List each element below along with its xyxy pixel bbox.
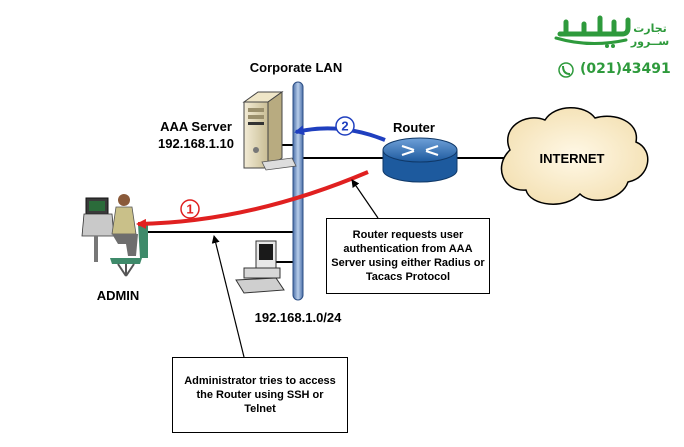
internet-label: INTERNET <box>540 151 605 166</box>
router-note-pointer <box>351 179 379 219</box>
router-note-line: Tacacs Protocol <box>365 271 451 283</box>
corporate-lan-label: Corporate LAN <box>250 60 342 75</box>
step1-number: 1 <box>186 202 193 217</box>
aaa-server-label: AAA Server <box>160 119 232 134</box>
brand-logo <box>554 15 631 48</box>
aaa-server-ip: 192.168.1.10 <box>158 136 234 151</box>
brand-subtext-bottom: ســرور <box>630 35 669 48</box>
router-note-line: Router requests user <box>352 229 464 241</box>
admin-note-line: Telnet <box>244 403 276 415</box>
internet-cloud-icon <box>500 107 649 205</box>
workstation-pc-icon <box>235 240 285 294</box>
admin-note-box: Administrator tries to access the Router… <box>172 357 348 433</box>
admin-note-line: the Router using SSH or <box>196 389 324 401</box>
step1-arrow <box>136 170 369 229</box>
router-icon <box>382 137 458 183</box>
router-note-line: authentication from AAA <box>343 243 473 255</box>
brand-phone: (021)43491 <box>580 61 671 77</box>
phone-icon <box>558 62 574 78</box>
admin-person-icon <box>81 194 148 277</box>
aaa-server-icon <box>242 91 297 171</box>
router-note-line: Server using either Radius or <box>331 257 485 269</box>
admin-label: ADMIN <box>97 288 140 303</box>
admin-note-line: Administrator tries to access <box>184 375 336 387</box>
step1-badge <box>180 199 200 219</box>
router-label: Router <box>393 120 435 135</box>
step2-number: 2 <box>341 119 348 134</box>
brand-subtext-top: تجارت <box>633 22 667 35</box>
step2-badge <box>335 116 355 136</box>
lan-backbone <box>292 81 304 301</box>
admin-note-pointer <box>211 235 245 358</box>
router-note-box: Router requests user authentication from… <box>326 218 490 294</box>
subnet-label: 192.168.1.0/24 <box>255 310 343 325</box>
